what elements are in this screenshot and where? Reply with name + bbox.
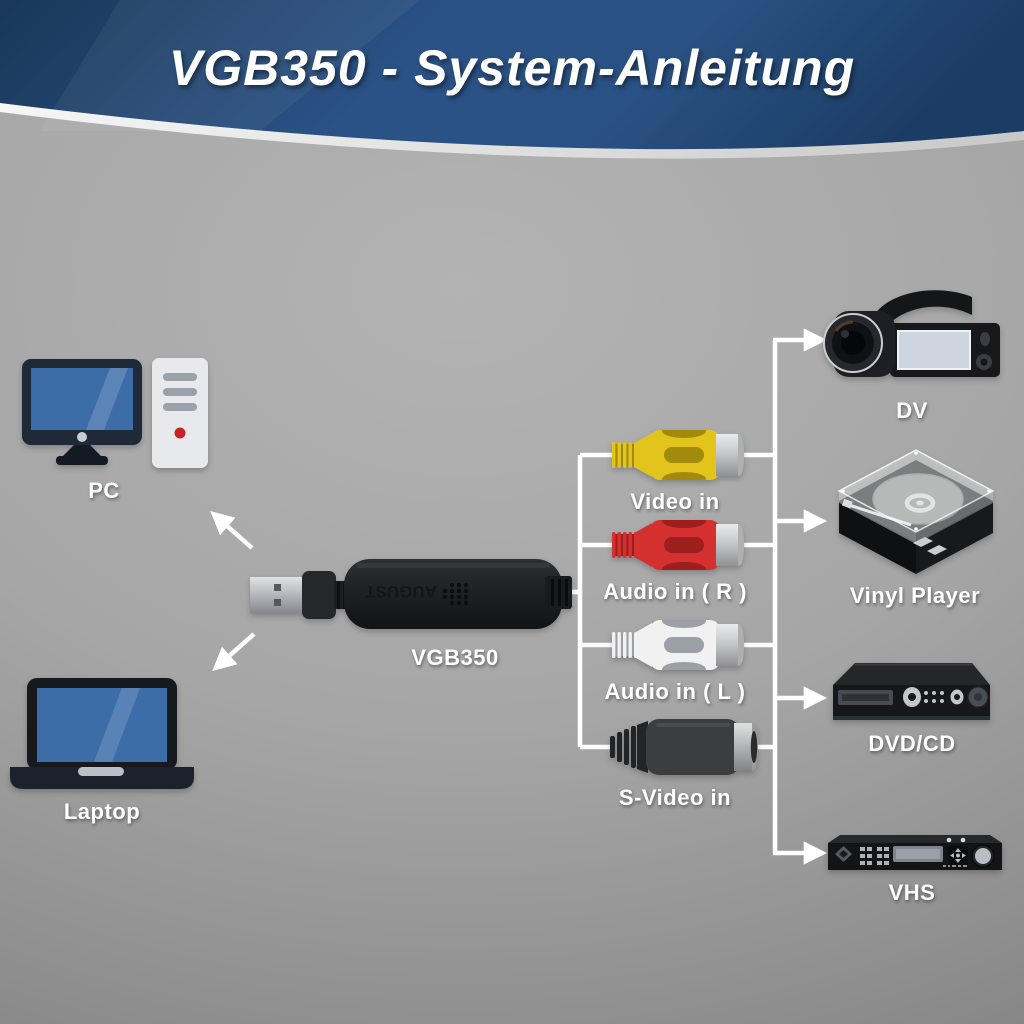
adapter-body — [344, 559, 562, 629]
pc-screen-glare — [86, 368, 128, 430]
pc-label: PC — [88, 478, 120, 503]
adapter-tip-rib — [558, 579, 561, 606]
vhs-small-marks — [943, 865, 967, 867]
pc-monitor-screen — [31, 368, 133, 430]
dv-camcorder-icon — [823, 290, 1000, 377]
pc-power-led — [174, 427, 186, 439]
dv-label: DV — [896, 398, 928, 423]
arrow-to-pc — [210, 511, 254, 550]
vhs-label: VHS — [888, 880, 936, 905]
vinyl-cover-left — [839, 491, 916, 544]
adapter-vent-dots — [442, 582, 469, 606]
adapter-cable-rib — [337, 581, 340, 609]
usb-plug-housing — [302, 571, 336, 619]
audio-in-r-label: Audio in ( R ) — [603, 579, 747, 604]
s-video-tip-ring — [734, 723, 752, 771]
vinyl-player-label: Vinyl Player — [849, 583, 981, 608]
pc-tower — [152, 358, 208, 468]
adapter-label: VGB350 — [411, 645, 499, 670]
vinyl-base-right — [916, 501, 993, 574]
audio-in-l-label: Audio in ( L ) — [604, 679, 746, 704]
vinyl-disc-ring — [904, 493, 936, 513]
pc-icon — [22, 358, 208, 468]
vhs-recorder-icon — [828, 835, 1002, 870]
vinyl-tonearm — [848, 503, 912, 527]
pc-tower-slot — [163, 373, 197, 381]
vinyl-front-chip — [913, 537, 933, 547]
vhs-button-grid — [860, 847, 889, 865]
header-banner — [0, 0, 1024, 159]
s-video-body-highlight — [656, 723, 730, 727]
vhs-indicator — [960, 837, 966, 843]
s-video-plug-icon — [610, 719, 758, 775]
laptop-base — [10, 767, 194, 789]
laptop-label: Laptop — [63, 799, 141, 824]
adapter-body-highlight — [356, 563, 550, 568]
dvd-button-dots — [924, 691, 944, 703]
dv-handle — [872, 290, 972, 329]
laptop-icon — [10, 678, 194, 789]
rca-audio-r-tip — [716, 524, 738, 566]
vinyl-base-left — [839, 501, 916, 574]
laptop-screen-glare — [94, 688, 140, 762]
vinyl-player-icon — [837, 449, 995, 574]
pc-tower-slot — [163, 388, 197, 396]
usb-plug-metal — [250, 577, 304, 613]
vgb350-adapter-icon: AUGUST — [250, 559, 572, 629]
adapter-tip-rib — [565, 579, 568, 606]
adapter-tip-rib — [551, 579, 554, 606]
page-title: VGB350 - System-Anleitung — [168, 40, 856, 96]
usb-contact — [274, 599, 281, 606]
vhs-indicator — [946, 837, 952, 843]
pc-tower-slot — [163, 403, 197, 411]
rca-audio-r-plug-icon — [612, 520, 744, 570]
laptop-screen — [37, 688, 167, 762]
vinyl-cover-top — [837, 449, 995, 533]
vinyl-disc — [872, 473, 964, 525]
banner-blue — [0, 0, 1024, 150]
dvd-cd-label: DVD/CD — [868, 731, 956, 756]
pc-stand-base — [56, 456, 108, 465]
dv-button — [980, 332, 990, 346]
adapter-brand-text: AUGUST — [364, 582, 436, 601]
dvd-player-icon — [833, 663, 990, 720]
dvd-bottom-strip — [833, 716, 990, 720]
s-video-in-label: S-Video in — [618, 785, 732, 810]
vinyl-cover-right — [916, 491, 993, 544]
rca-video-tip — [716, 434, 738, 476]
vinyl-front-chip — [927, 545, 947, 555]
dv-screen — [897, 330, 971, 370]
rca-audio-l-plug-icon — [612, 620, 744, 670]
banner-sheen — [40, 0, 420, 131]
usb-contact — [274, 584, 281, 591]
rca-video-plug-icon — [612, 430, 744, 480]
pc-monitor-button — [77, 432, 87, 442]
rca-audio-l-tip — [716, 624, 738, 666]
s-video-body — [646, 719, 740, 775]
video-in-label: Video in — [630, 489, 720, 514]
s-video-socket — [750, 731, 758, 763]
pc-stand — [63, 445, 101, 456]
laptop-notch — [78, 767, 124, 776]
dvd-top-face — [833, 663, 990, 685]
vhs-top-face — [828, 835, 1002, 843]
